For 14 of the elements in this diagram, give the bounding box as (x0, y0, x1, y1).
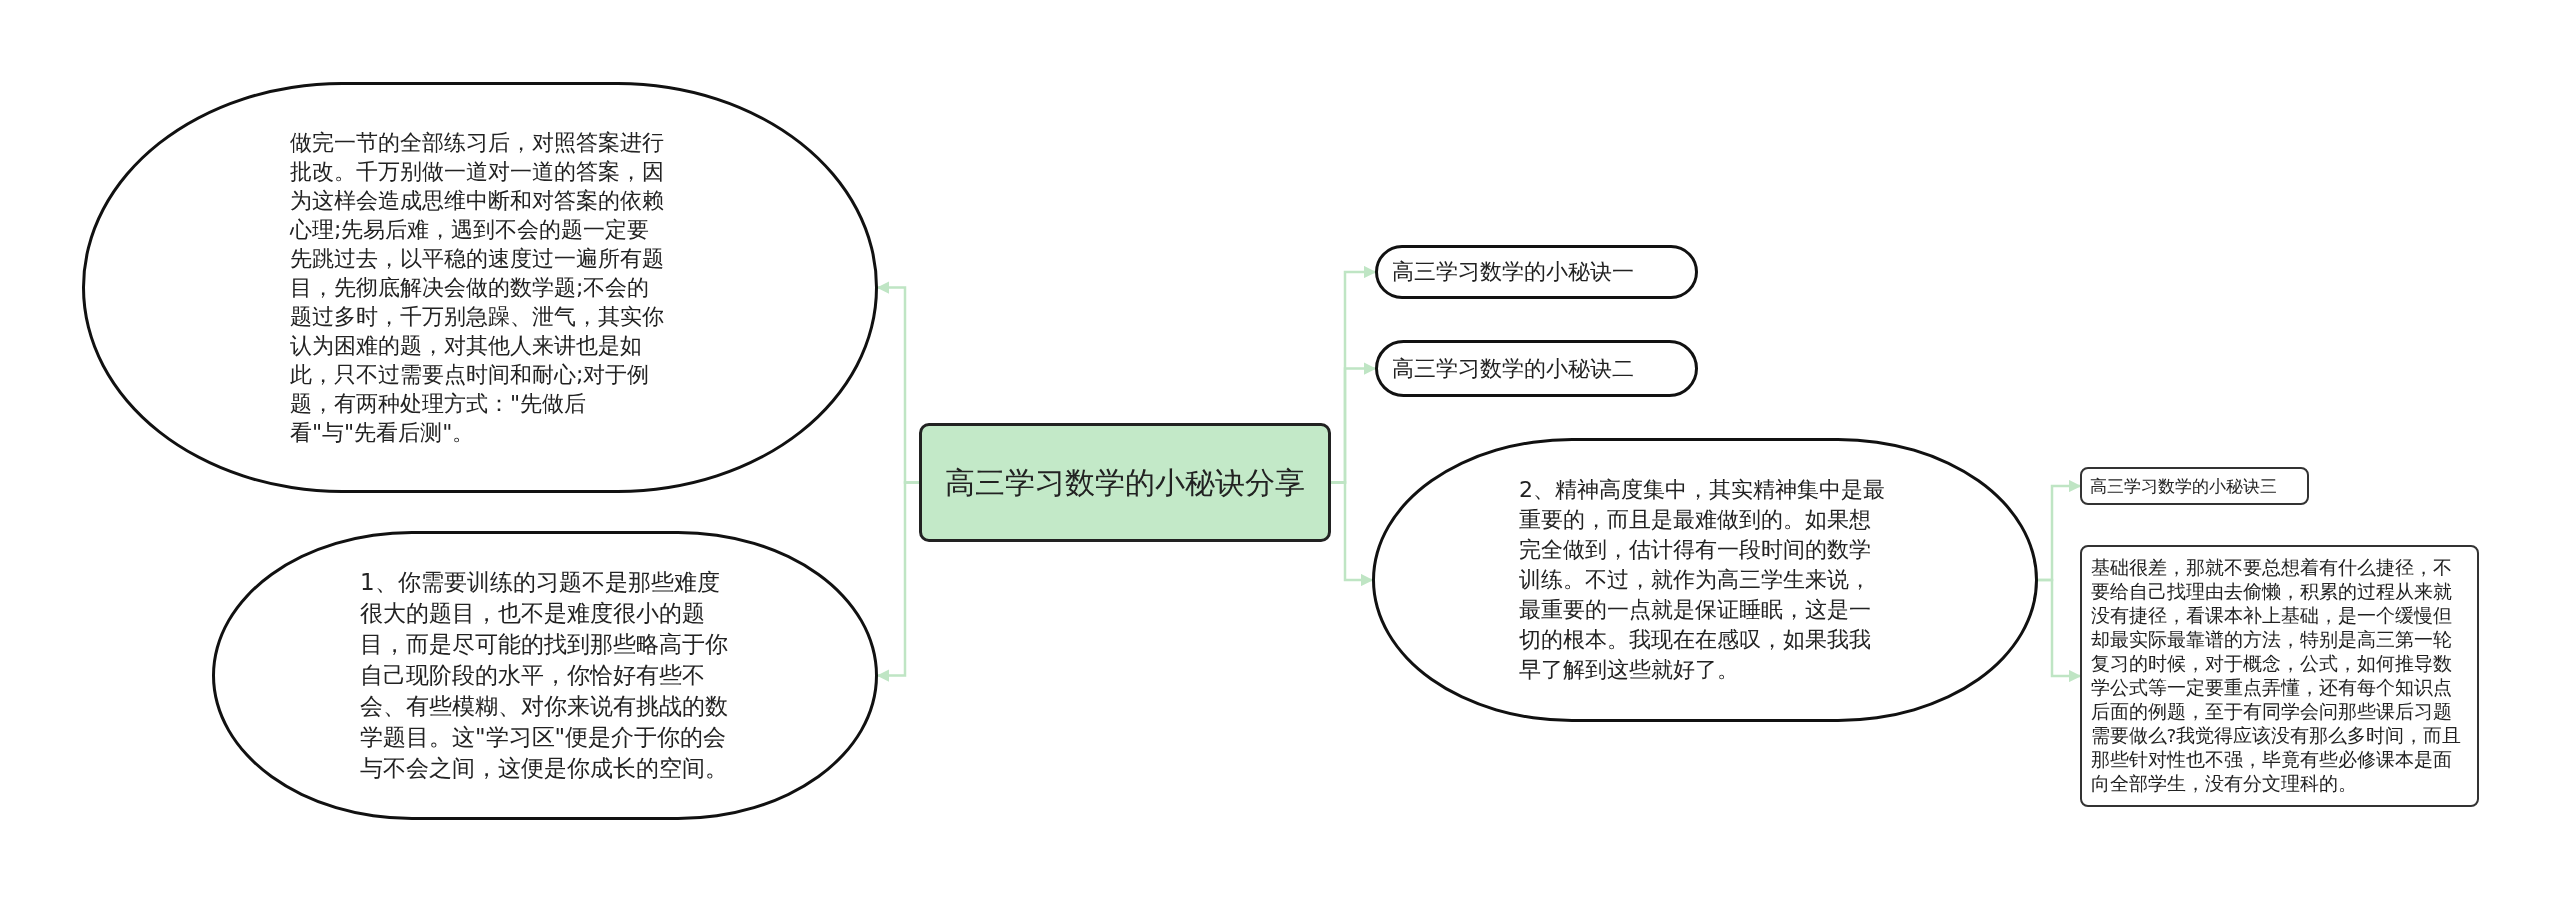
topic-title: 高三学习数学的小秘诀分享 (945, 463, 1305, 502)
node-text: 高三学习数学的小秘诀二 (1391, 354, 1635, 383)
node-text: 高三学习数学的小秘诀一 (1391, 258, 1635, 286)
node-text: 基础很差，那就不要总想着有什么捷径，不要给自己找理由去偷懒，积累的过程从来就没有捷径，看课本补上基础，是一个缓慢但却最实际最靠谱的方法，特别是高三第一轮复习的时候，对于概念，公式，如何推导数学公式等一定要重点弄懂，还有每个知识点后面的例题，至于有同学会问那些课后习题需要做么?我觉得应该没有那么多时间，而且那些针对性也不强，毕竟有些必修课本是面向全部学生，没有分文理科的。 (2090, 556, 2463, 796)
node-text: 做完一节的全部练习后，对照答案进行批改。千万别做一道对一道的答案，因为这样会造成思维中断和对答案的依赖心理;先易后难，遇到不会的题一定要先跳过去，以平稳的速度过一遍所有题目，先彻底解决会做的数学题;不会的题过多时，千万别急躁、泄气，其实你认为困难的题，对其他人来讲也是如此，只不过需要点时间和耐心;对于例题，有两种处理方式："先做后看"与"先看后测"。 (290, 129, 665, 447)
pill-node (1375, 245, 1698, 299)
node-text: 高三学习数学的小秘诀三 (2089, 475, 2278, 497)
node-text: 2、精神高度集中，其实精神集中是最重要的，而且是最难做到的。如果想完全做到，估计得有一段时间的数学训练。不过，就作为高三学生来说，最重要的一点就是保证睡眠，这是一切的根本。我现在在感叹，如果我我早了解到这些就好了。 (1519, 476, 1886, 684)
note-box (2080, 467, 2309, 505)
node-text: 1、你需要训练的习题不是那些难度很大的题目，也不是难度很小的题目，而是尽可能的找到那些略高于你自己现阶段的水平，你恰好有些不会、有些模糊、对你来说有挑战的数学题目。这"学习区"便是介于你的会与不会之间，这便是你成长的空间。 (360, 568, 729, 783)
connector-arrow (2038, 578, 2082, 683)
pill-node (1375, 340, 1698, 397)
connector-arrow (876, 481, 919, 682)
topic-box (919, 423, 1331, 542)
